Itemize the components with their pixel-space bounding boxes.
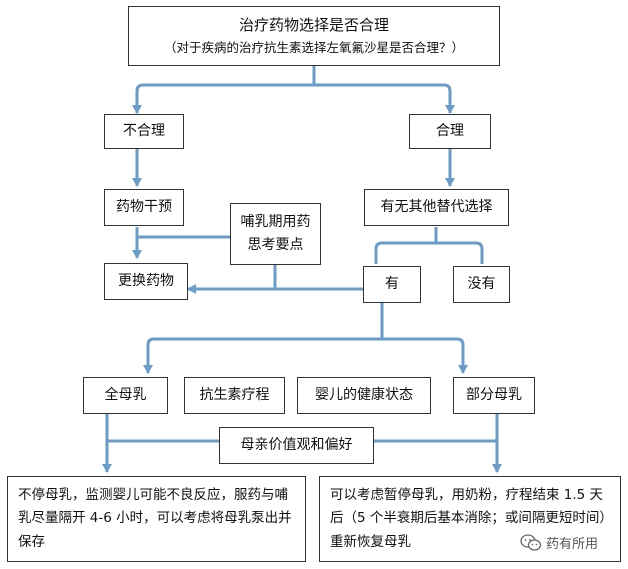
node-antibiotic-course: 抗生素疗程 [184,377,285,414]
node-full-breastfeeding: 全母乳 [83,377,168,414]
lactation-points-line1: 哺乳期用药 [240,214,311,231]
lactation-points-line2: 思考要点 [247,237,304,253]
connector-no-partial [382,337,468,374]
outcome-right: 可以考虑暂停母乳，用奶粉，疗程结束 1.5 天后（5 个半衰期后基本消除；或间隔… [319,476,621,562]
node-no: 没有 [453,266,510,303]
outcome-left: 不停母乳，监测婴儿可能不良反应，服药与哺乳尽量隔开 4-6 小时，可以考虑将母乳… [7,476,306,562]
connector-title-unreasonable [132,65,316,114]
node-unreasonable: 不合理 [104,114,184,149]
watermark: 药有所用 [520,533,598,552]
title-box: 治疗药物选择是否合理 （对于疾病的治疗抗生素选择左氧氟沙星是否合理？） [128,6,500,66]
title-line2: （对于疾病的治疗抗生素选择左氧氟沙星是否合理？） [163,39,464,55]
title-line1: 治疗药物选择是否合理 [238,16,389,35]
node-partial-breastfeeding: 部分母乳 [453,377,535,414]
node-alternatives: 有无其他替代选择 [364,189,509,226]
node-infant-health: 婴儿的健康状态 [297,377,431,414]
node-reasonable: 合理 [409,114,491,149]
connector-no-down [143,303,384,374]
node-drug-intervention: 药物干预 [104,189,184,226]
node-yes: 有 [363,266,421,303]
wechat-icon [520,533,542,552]
connector-alt-no [436,241,484,264]
node-change-drug: 更换药物 [104,263,188,300]
connector-title-reasonable [314,83,455,114]
connector-alt-split [374,227,438,264]
node-lactation-points: 哺乳期用药 思考要点 [230,203,321,265]
watermark-text: 药有所用 [546,537,599,552]
node-mother-values: 母亲价值观和偏好 [219,427,374,464]
